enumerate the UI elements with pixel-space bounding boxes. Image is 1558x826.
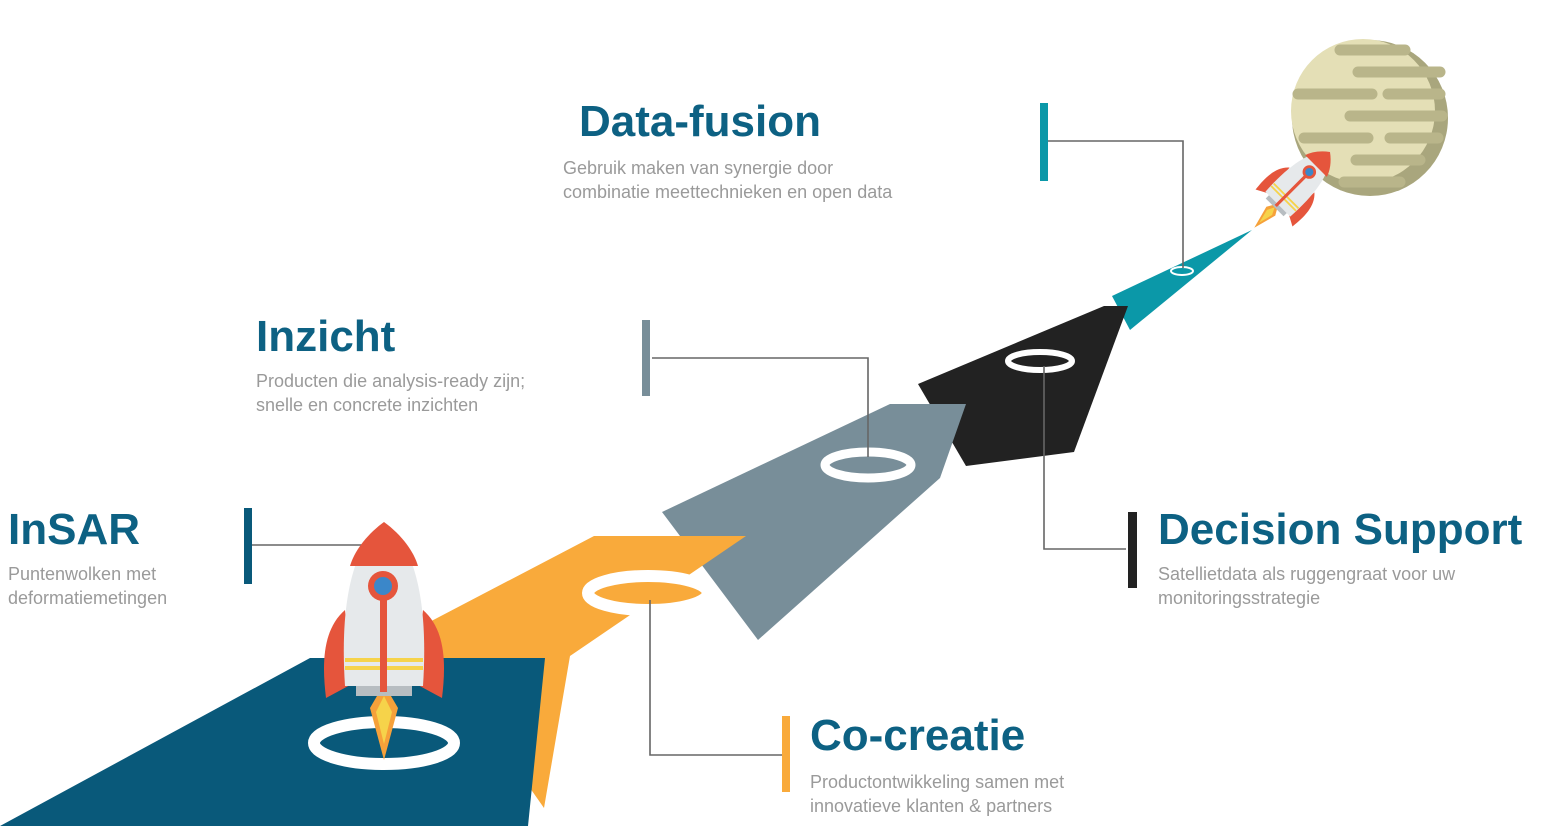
insar-block: InSAR Puntenwolken met deformatiemetinge… (8, 506, 167, 610)
inzicht-connector (652, 357, 869, 457)
data-fusion-description: Gebruik maken van synergie door combinat… (563, 156, 892, 204)
insar-accent-bar (244, 508, 252, 584)
decision-support-description: Satellietdata als ruggengraat voor uw mo… (1158, 562, 1522, 610)
data-fusion-block: Data-fusion Gebruik maken van synergie d… (563, 98, 892, 204)
decision-support-description-line: monitoringsstrategie (1158, 588, 1321, 608)
data-fusion-connector (1046, 140, 1184, 268)
moon-icon (1291, 39, 1448, 196)
inzicht-description-line: snelle en concrete inzichten (256, 395, 479, 415)
cocreatie-ring-marker (582, 570, 714, 616)
decision-support-segment (918, 306, 1128, 466)
inzicht-description-line: Producten die analysis-ready zijn; (256, 371, 526, 391)
inzicht-segment (662, 404, 966, 640)
rocket-icon (1254, 151, 1331, 228)
inzicht-accent-bar (642, 320, 650, 396)
cocreatie-block: Co-creatie Productontwikkeling samen met… (810, 712, 1064, 818)
decision-support-description-line: Satellietdata als ruggengraat voor uw (1158, 564, 1456, 584)
data-fusion-segment (1112, 230, 1252, 330)
decision-support-accent-bar (1128, 512, 1137, 588)
cocreatie-accent-bar (782, 716, 790, 792)
decision-support-connector (1043, 366, 1126, 550)
data-fusion-title: Data-fusion (579, 97, 821, 146)
inzicht-block: Inzicht Producten die analysis-ready zij… (256, 313, 525, 417)
insar-segment (0, 658, 545, 826)
rocket-icon (323, 522, 445, 760)
inzicht-description: Producten die analysis-ready zijn; snell… (256, 369, 525, 417)
decision-support-ring-marker (1005, 349, 1075, 373)
cocreatie-title: Co-creatie (810, 711, 1026, 760)
inzicht-title: Inzicht (256, 312, 396, 361)
data-fusion-description-line: combinatie meettechnieken en open data (563, 182, 893, 202)
data-fusion-description-line: Gebruik maken van synergie door (563, 158, 834, 178)
cocreatie-description: Productontwikkeling samen met innovatiev… (810, 770, 1064, 818)
data-fusion-ring-marker (1170, 266, 1194, 276)
decision-support-title: Decision Support (1158, 505, 1523, 554)
decision-support-block: Decision Support Satellietdata als rugge… (1158, 506, 1522, 610)
cocreatie-description-line: innovatieve klanten & partners (810, 796, 1053, 816)
insar-description-line: deformatiemetingen (8, 588, 168, 608)
insar-description-line: Puntenwolken met (8, 564, 157, 584)
data-fusion-accent-bar (1040, 103, 1048, 181)
cocreatie-description-line: Productontwikkeling samen met (810, 772, 1065, 792)
insar-description: Puntenwolken met deformatiemetingen (8, 562, 167, 610)
insar-title: InSAR (8, 505, 140, 554)
cocreatie-connector (649, 600, 782, 756)
